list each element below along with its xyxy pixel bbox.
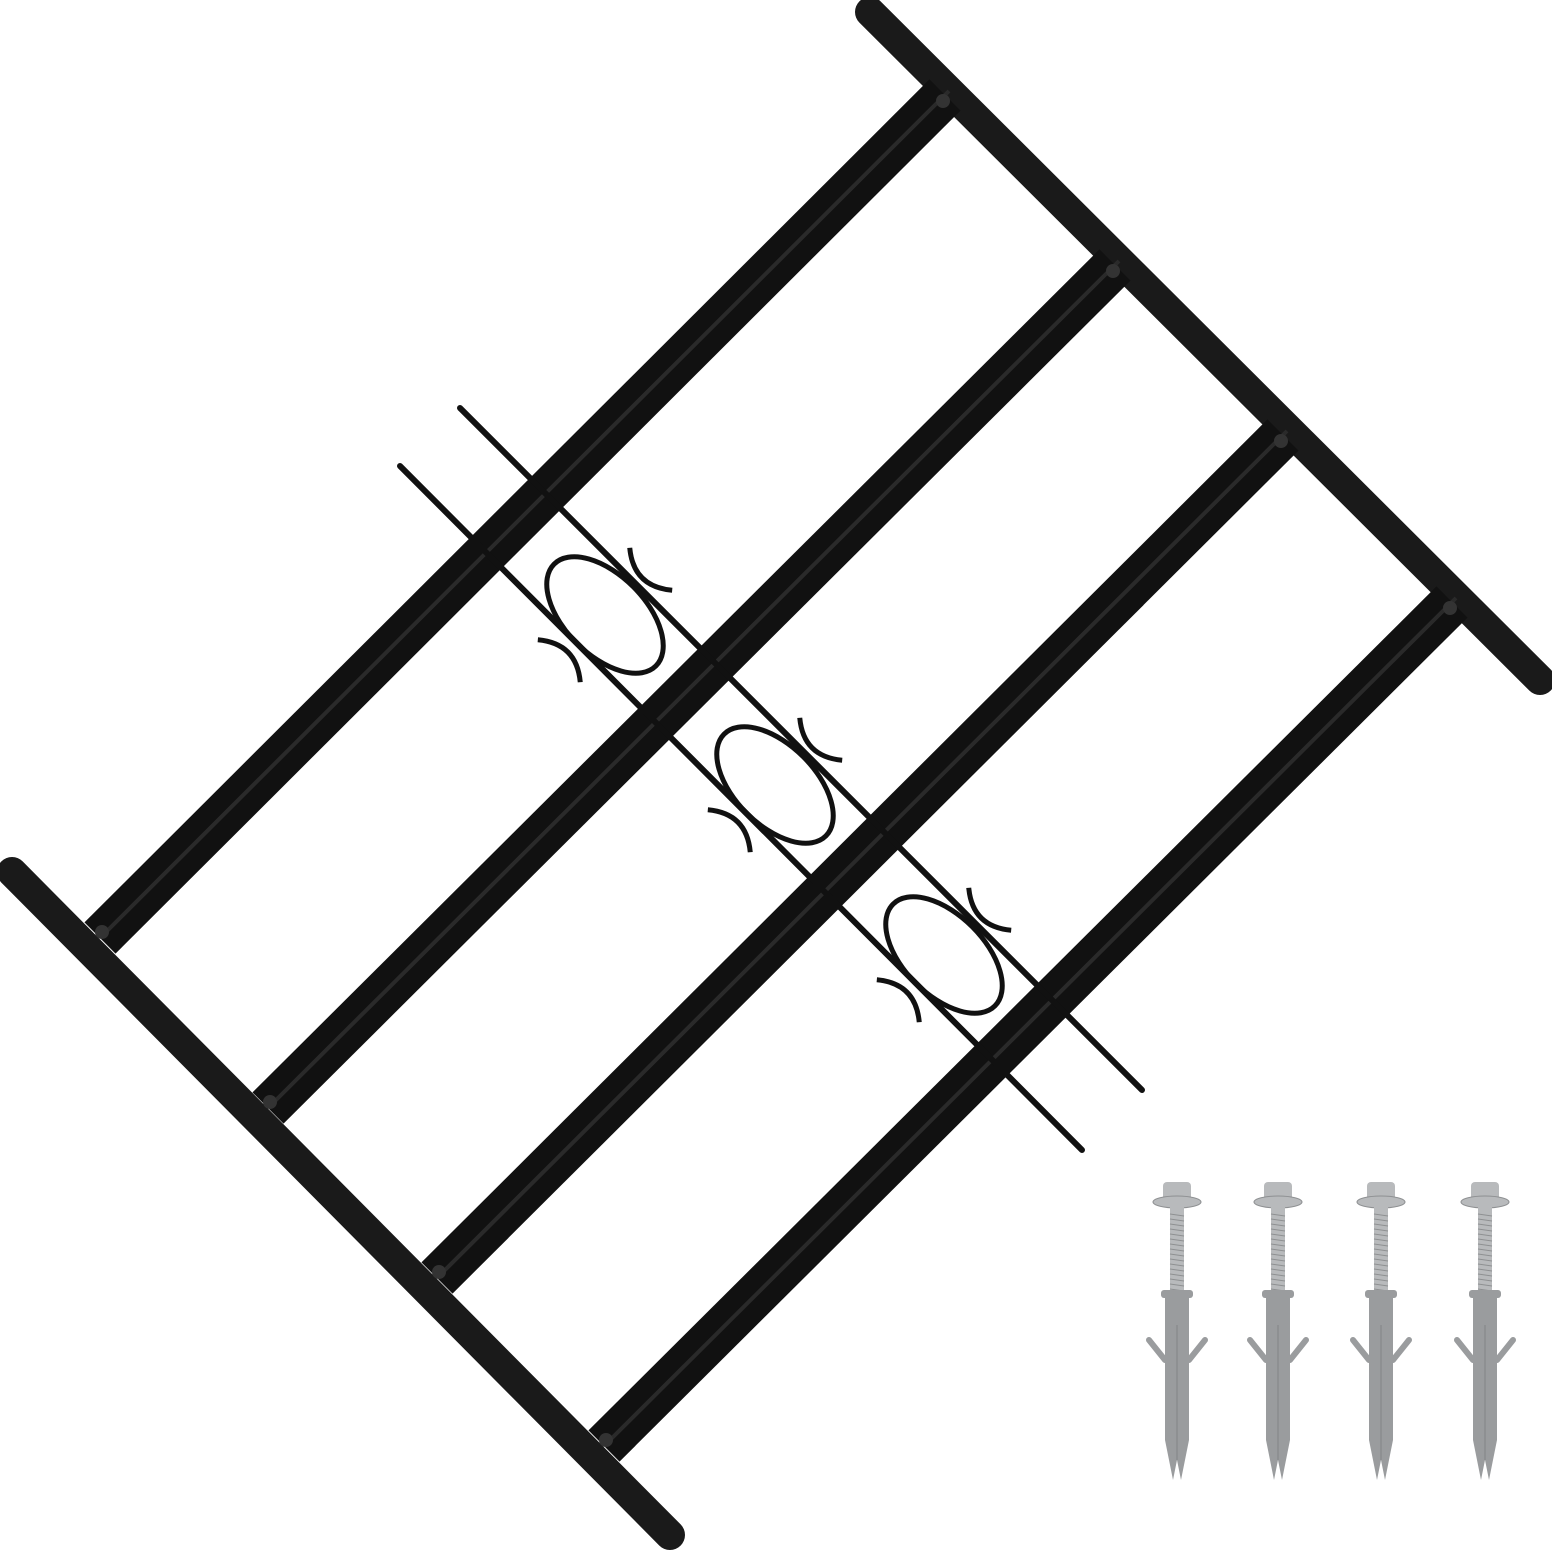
bolt-icon (599, 1433, 613, 1447)
bolt-icon (936, 94, 950, 108)
bolt-icon (1106, 264, 1120, 278)
scroll-ornament-1 (537, 547, 673, 683)
grille-bar-ridge (439, 429, 1289, 1276)
screw-anchor-1 (1146, 1182, 1208, 1480)
grille-bar-ridge (270, 259, 1121, 1106)
bolt-icon (95, 925, 109, 939)
frame-rail-2 (0, 857, 685, 1550)
grille-bar-ridge (606, 596, 1458, 1444)
cross-rod-1 (457, 405, 1145, 1093)
bolt-icon (1443, 601, 1457, 615)
horizontal-bars (84, 79, 1468, 1462)
screw-anchor-4 (1454, 1182, 1516, 1480)
screw-anchor-3 (1350, 1182, 1412, 1480)
bolt-icon (432, 1265, 446, 1279)
grille-bar-ridge (102, 89, 951, 936)
wall-anchor-screws (1146, 1182, 1516, 1480)
frame-rail-1 (855, 0, 1552, 695)
bolt-icon (263, 1095, 277, 1109)
scroll-ornament-3 (876, 887, 1012, 1023)
screw-anchor-2 (1247, 1182, 1309, 1480)
bolt-icon (1274, 434, 1288, 448)
